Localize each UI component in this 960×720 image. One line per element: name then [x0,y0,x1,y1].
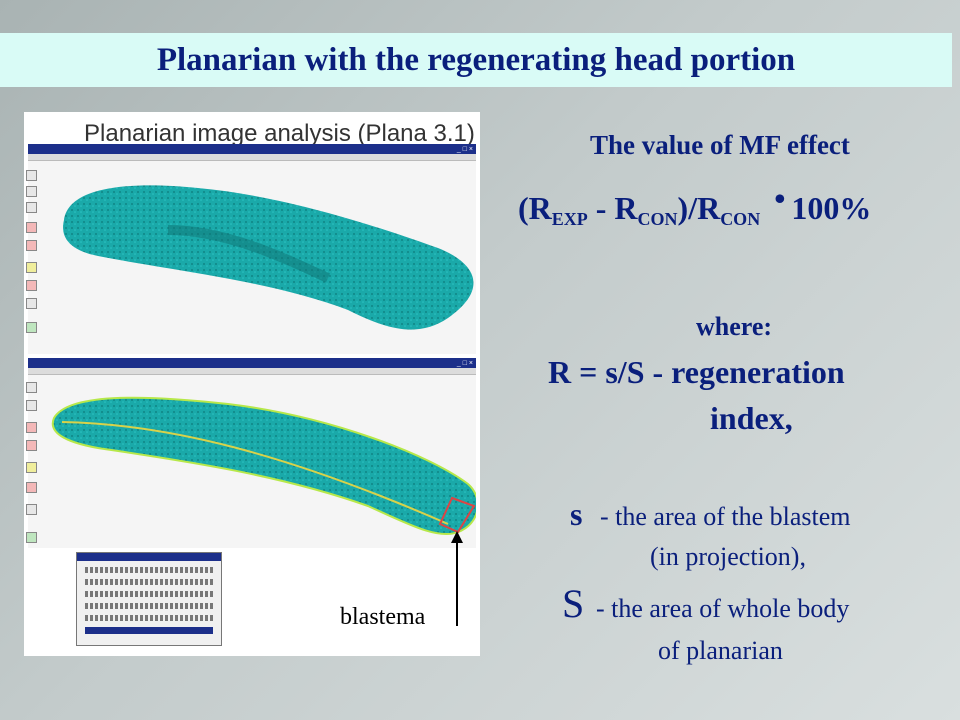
toolbar-button[interactable] [26,532,37,543]
toolbar-button[interactable] [26,482,37,493]
big-s-definition: - the area of whole body [596,594,850,623]
toolbar-button[interactable] [26,504,37,515]
results-row [85,579,213,585]
formula-div: )/R [677,190,721,226]
upper-window-menubar [28,154,476,161]
toolbar-button[interactable] [26,322,37,333]
toolbar-button[interactable] [26,280,37,291]
toolbar-button[interactable] [26,440,37,451]
toolbar-button[interactable] [26,240,37,251]
formula-sub-exp: EXP [551,209,588,229]
upper-image-window: _ □ × [28,144,476,354]
results-dialog-titlebar [77,553,221,561]
toolbar-button[interactable] [26,170,37,181]
toolbar-button[interactable] [26,400,37,411]
formula-percent: 100% [791,190,872,226]
formula-sub-con-2: CON [720,209,761,229]
slide-title-bar: Planarian with the regenerating head por… [0,33,952,87]
screenshot-caption: Planarian image analysis (Plana 3.1) [84,120,475,147]
slide-title: Planarian with the regenerating head por… [156,41,796,78]
toolbar-button[interactable] [26,422,37,433]
window-controls-icon: _ □ × [456,145,473,153]
big-s-letter: S [562,581,585,626]
lower-window-menubar [28,368,476,375]
toolbar-button[interactable] [26,202,37,213]
toolbar-button[interactable] [26,186,37,197]
regeneration-line-2: index, [710,400,793,436]
small-s-definition: - the area of the blastem [600,502,851,531]
results-row [85,591,213,597]
results-dialog [76,552,222,646]
formula-minus: - R [587,190,638,226]
blastema-pointer-line [456,536,458,626]
lower-image-window: _ □ × [28,358,476,548]
regeneration-line-1: R = s/S - regeneration [548,354,845,390]
toolbar-button[interactable] [26,262,37,273]
formula-sub-con: CON [637,209,678,229]
results-row [85,615,213,621]
mf-effect-heading: The value of MF effect [590,130,850,160]
window-controls-icon: _ □ × [456,359,473,367]
toolbar-button[interactable] [26,298,37,309]
multiply-dot: • [774,180,786,216]
toolbar-button[interactable] [26,462,37,473]
planarian-image-bottom [51,396,476,536]
toolbar-button[interactable] [26,382,37,393]
formula: (REXP - RCON)/RCON •100% [518,180,872,230]
blastema-label: blastema [340,604,426,630]
formula-open: (R [518,190,552,226]
results-row [85,567,213,573]
lower-window-titlebar: _ □ × [28,358,476,368]
big-s-definition-2: of planarian [658,636,783,665]
small-s-definition-2: (in projection), [650,542,806,571]
results-row-selected[interactable] [85,627,213,634]
small-s-letter: s [570,496,583,532]
software-screenshot: Planarian image analysis (Plana 3.1) _ □… [24,112,480,656]
results-row [85,603,213,609]
where-label: where: [696,312,773,341]
planarian-image-top [63,185,474,330]
toolbar-button[interactable] [26,222,37,233]
upper-window-titlebar: _ □ × [28,144,476,154]
